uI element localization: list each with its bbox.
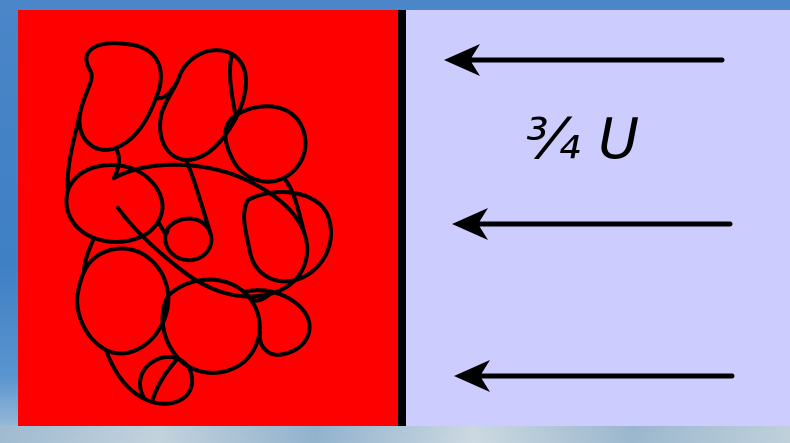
- tangled-coil-icon: [18, 10, 398, 426]
- wall-boundary: [398, 10, 406, 426]
- left-arrow-icon: [440, 40, 730, 80]
- left-arrow-icon: [450, 356, 740, 396]
- left-arrow-icon: [448, 204, 738, 244]
- background-streak: [0, 425, 790, 443]
- flow-velocity-label: ¾ U: [526, 108, 639, 172]
